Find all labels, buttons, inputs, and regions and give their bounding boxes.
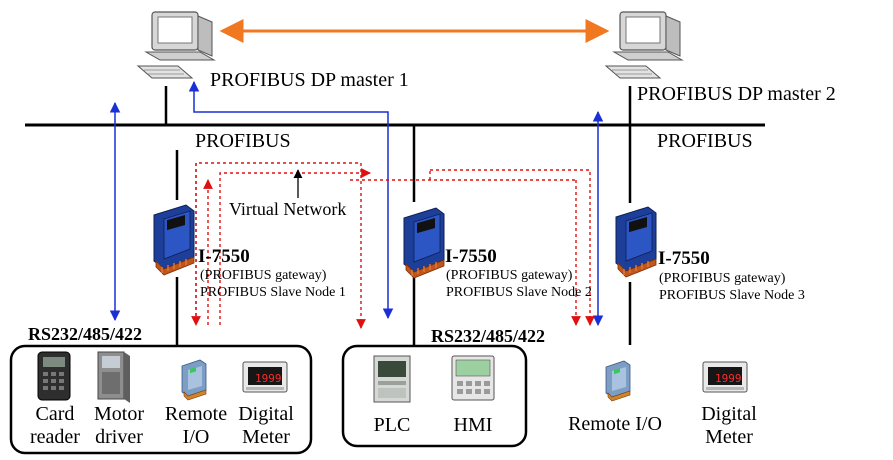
virtual-network-label: Virtual Network [229, 199, 346, 219]
gateway-2-model: I-7550 [445, 246, 497, 267]
hmi-icon [451, 355, 495, 401]
motor-driver-label-2: driver [95, 426, 143, 448]
serial-label-2: RS232/485/422 [431, 326, 545, 346]
remote-io-label-1: Remote [165, 403, 227, 425]
master-2-label: PROFIBUS DP master 2 [637, 83, 836, 105]
remote-io-icon-2 [605, 360, 631, 402]
master-2-computer-icon [605, 11, 683, 79]
plc-icon [373, 355, 411, 403]
meter-reading-1: 1999 [255, 372, 282, 385]
gateway-1-icon [153, 204, 195, 276]
gateway-3-model: I-7550 [658, 248, 710, 269]
blue-link-master1-plc [188, 80, 394, 320]
card-reader-label-2: reader [30, 426, 80, 448]
gateway-3-icon [615, 206, 657, 278]
digital-meter-label-4: Meter [705, 426, 753, 448]
plc-label: PLC [374, 414, 411, 436]
remote-io-label-2: I/O [183, 426, 210, 448]
master-1-computer-icon [137, 11, 215, 79]
digital-meter-label-1: Digital [238, 403, 294, 425]
virtual-drop-2 [219, 168, 371, 325]
serial-label-1: RS232/485/422 [28, 324, 142, 344]
card-reader-icon [37, 351, 71, 401]
motor-driver-label-1: Motor [94, 403, 144, 425]
profibus-label-left: PROFIBUS [195, 130, 291, 152]
remote-io-label-3: Remote I/O [568, 413, 662, 435]
digital-meter-label-2: Meter [242, 426, 290, 448]
card-reader-label-1: Card [36, 403, 75, 425]
gateway-3-role: (PROFIBUS gateway) [659, 271, 786, 286]
device-group-1-box [9, 344, 313, 455]
gateway-2-role: (PROFIBUS gateway) [446, 268, 573, 283]
meter-reading-2: 1999 [715, 372, 742, 385]
device-group-2-box [341, 344, 528, 448]
gateway-1-model: I-7550 [198, 246, 250, 267]
gateway-1-role: (PROFIBUS gateway) [200, 268, 327, 283]
gateway-2-icon [403, 207, 445, 279]
motor-driver-icon [97, 351, 130, 403]
gateway-3-node: PROFIBUS Slave Node 3 [659, 288, 805, 303]
profibus-label-right: PROFIBUS [657, 130, 753, 152]
hmi-label: HMI [454, 414, 493, 436]
gateway-2-node: PROFIBUS Slave Node 2 [446, 285, 592, 300]
remote-io-icon-1 [181, 359, 207, 401]
gateway-1-node: PROFIBUS Slave Node 1 [200, 285, 346, 300]
digital-meter-label-3: Digital [701, 403, 757, 425]
master-1-label: PROFIBUS DP master 1 [210, 69, 409, 91]
